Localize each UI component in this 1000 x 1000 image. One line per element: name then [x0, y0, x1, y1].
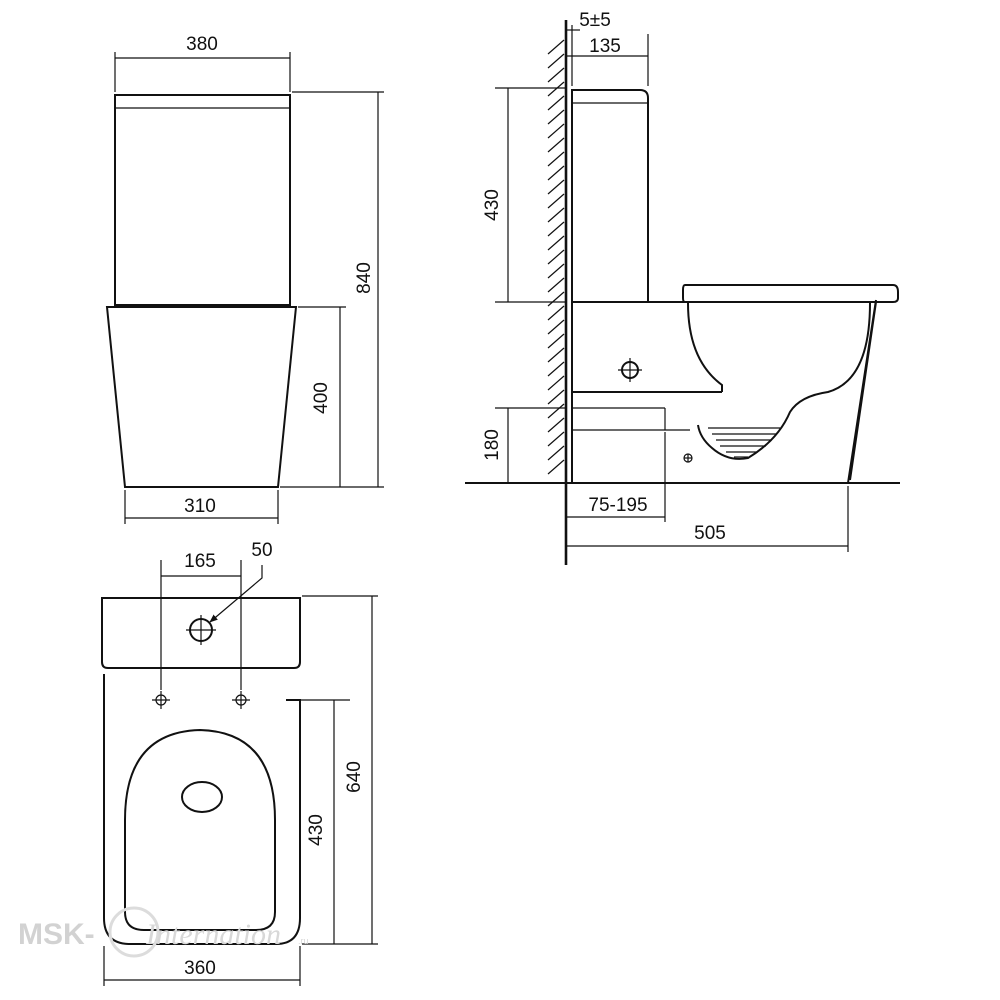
hatch-line — [547, 67, 565, 83]
dim-tank-height: 430 — [482, 189, 503, 221]
hatch-line — [547, 347, 565, 363]
dim-height-bowl: 400 — [311, 382, 332, 414]
hatch-line — [547, 207, 565, 223]
hatch-line — [547, 39, 565, 55]
watermark-brand: MSK- — [18, 918, 95, 951]
dim-width: 360 — [184, 958, 216, 979]
hatch-line — [547, 389, 565, 405]
dim-height-total: 840 — [354, 262, 375, 294]
top-bowl — [103, 674, 301, 945]
hatch-line — [547, 277, 565, 293]
hatch-line — [547, 263, 565, 279]
watermark: MSK- Internation .ru — [18, 906, 309, 958]
hatch-line — [547, 165, 565, 181]
hatch-line — [547, 431, 565, 447]
dim-wall-gap: 5±5 — [579, 10, 611, 31]
top-bolt-right — [232, 691, 250, 709]
top-flush-button — [181, 781, 223, 813]
dim-width-base: 310 — [184, 496, 216, 517]
hatch-line — [547, 249, 565, 265]
hatch-line — [547, 361, 565, 377]
side-bowl-inner — [849, 301, 877, 481]
hatch-line — [547, 151, 565, 167]
dim-outlet-distance: 75-195 — [588, 495, 647, 516]
hatch-line — [547, 53, 565, 69]
front-bowl — [105, 306, 298, 488]
hatch-line — [547, 109, 565, 125]
hatch-line — [547, 235, 565, 251]
hatch-line — [547, 193, 565, 209]
side-seat — [682, 284, 899, 303]
top-tank — [101, 597, 301, 669]
hatch-line — [547, 445, 565, 461]
hatch-line — [547, 179, 565, 195]
watermark-suffix: .ru — [298, 936, 309, 946]
hatch-line — [547, 291, 565, 307]
front-view: 380 840 400 310 — [105, 34, 384, 524]
dim-bolt-spacing: 165 — [184, 551, 216, 572]
dim-width-top: 380 — [186, 34, 218, 55]
dim-outlet-height: 180 — [482, 429, 503, 461]
hatch-line — [547, 459, 565, 475]
front-tank — [114, 94, 291, 306]
hatch-line — [547, 221, 565, 237]
side-tank — [571, 89, 649, 303]
top-bolt-left — [152, 691, 170, 709]
dim-total-length: 640 — [344, 761, 365, 793]
hatch-line — [547, 403, 565, 419]
dim-tank-depth: 135 — [589, 36, 621, 57]
hatch-line — [547, 95, 565, 111]
dim-total-depth: 505 — [694, 523, 726, 544]
hatch-line — [547, 81, 565, 97]
hatch-line — [547, 375, 565, 391]
hatch-line — [547, 123, 565, 139]
dim-leader-50 — [209, 565, 263, 623]
side-view: 5±5 135 430 180 75-195 505 — [465, 10, 900, 565]
wall-hatching — [547, 39, 565, 475]
top-seat — [124, 728, 276, 931]
dim-seat-length: 430 — [306, 814, 327, 846]
side-trap-lines — [708, 427, 780, 458]
hatch-line — [547, 137, 565, 153]
hatch-line — [547, 417, 565, 433]
hatch-line — [547, 305, 565, 321]
top-view: 165 50 640 430 360 — [101, 540, 378, 986]
hatch-line — [547, 333, 565, 349]
hatch-line — [547, 319, 565, 335]
watermark-logo-icon — [108, 906, 160, 958]
watermark-script: Internation — [145, 918, 281, 951]
dim-hole-diameter: 50 — [251, 540, 272, 561]
